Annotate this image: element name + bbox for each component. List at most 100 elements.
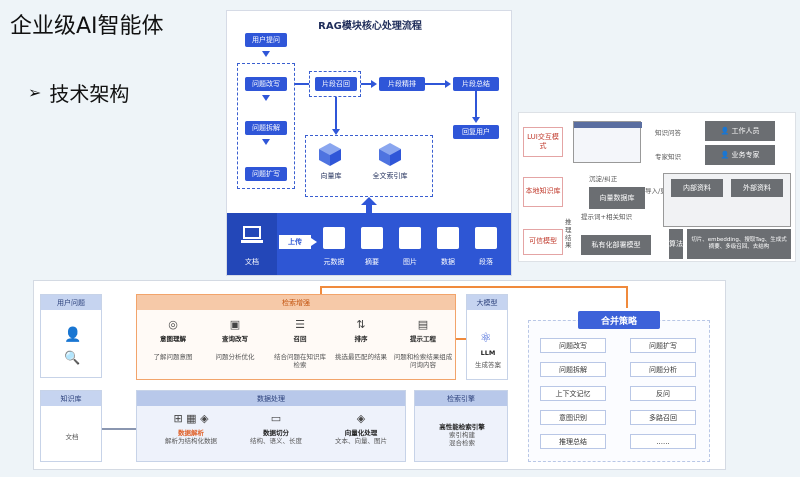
data-table-icon bbox=[437, 227, 459, 249]
arrow-down-icon bbox=[332, 129, 340, 135]
kb-expert-knowledge-text: 专家知识 bbox=[655, 153, 681, 161]
sort-item: ⇅ 排序 挑选最匹配的结果 bbox=[335, 318, 387, 361]
sort-icon: ⇅ bbox=[356, 318, 366, 331]
arrow-right-icon bbox=[311, 238, 317, 246]
rag-reply: 回复用户 bbox=[453, 125, 499, 139]
connector-line bbox=[320, 286, 626, 288]
fulltext-db-icon bbox=[379, 143, 401, 166]
llm-item: LLM 生成答案 bbox=[475, 349, 501, 369]
rag-title: RAG模块核心处理流程 bbox=[318, 21, 422, 32]
doc-label: 文档 bbox=[245, 258, 259, 266]
merge-item: 多路召回 bbox=[630, 410, 696, 425]
fulltext-db-label: 全文索引库 bbox=[372, 172, 408, 180]
retrieval-enh-section: 检索增强 ◎ 意图理解 了解问题意图 ▣ 查询改写 问题分析优化 ☰ 召回 结合… bbox=[136, 294, 456, 380]
section-header: 用户问题 bbox=[41, 295, 101, 310]
parse-icon: ⊞ ▦ ◈ bbox=[173, 412, 209, 425]
bullet-text: 技术架构 bbox=[49, 82, 130, 106]
kb-local: 本地知识库 bbox=[523, 177, 563, 207]
image-label: 图片 bbox=[403, 258, 417, 266]
list-icon: ☰ bbox=[295, 318, 305, 331]
rag-user-question: 用户提问 bbox=[245, 33, 287, 47]
kb-staff: 👤 工作人员 bbox=[705, 121, 775, 141]
big-model-section: 大模型 ⚛ LLM 生成答案 bbox=[466, 294, 508, 380]
vector-db-label: 向量库 bbox=[320, 172, 342, 180]
database-group bbox=[305, 135, 433, 197]
parse-item: ⊞ ▦ ◈ 数据解析 解析为结构化数据 bbox=[151, 413, 231, 445]
lui-screenshot bbox=[573, 121, 642, 163]
rag-rewrite: 问题改写 bbox=[245, 77, 287, 91]
merge-item: 反问 bbox=[630, 386, 696, 401]
rag-recall: 片段召回 bbox=[315, 77, 357, 91]
rag-summary: 片段总结 bbox=[453, 77, 499, 91]
section-header: 知识库 bbox=[41, 391, 101, 406]
kb-algo-desc: 切片、embedding、搜取Tag、生成式摘要、多级召回、去结构 bbox=[687, 229, 791, 259]
image-icon bbox=[399, 227, 421, 249]
merge-item: 上下文记忆 bbox=[540, 386, 606, 401]
target-icon: ◎ bbox=[168, 318, 178, 331]
arrow-down-icon bbox=[472, 117, 480, 123]
section-header: 检索引擎 bbox=[415, 391, 507, 406]
connector-line bbox=[361, 83, 371, 85]
user-icon: 👤 bbox=[720, 127, 732, 135]
kb-lui-mode: LUI交互模式 bbox=[523, 127, 563, 157]
connector-line bbox=[335, 97, 337, 131]
merge-item: 问题分析 bbox=[630, 362, 696, 377]
rag-flow-panel: RAG模块核心处理流程 用户提问 问题改写 问题拆解 问题扩写 片段召回 片段精… bbox=[226, 10, 512, 276]
metadata-label: 元数据 bbox=[323, 258, 345, 266]
vector-db-icon bbox=[319, 143, 341, 166]
arrow-right-icon bbox=[371, 80, 377, 88]
recall-group bbox=[309, 71, 361, 97]
chunk-item: ▭ 数据切分 结构、语义、长度 bbox=[241, 413, 311, 445]
kb-expert: 👤 业务专家 bbox=[705, 145, 775, 165]
arrow-up-icon bbox=[361, 197, 377, 213]
connector-line bbox=[456, 338, 466, 340]
section-header: 数据处理 bbox=[137, 391, 405, 406]
connector-line bbox=[425, 83, 445, 85]
bullet-arrow-icon: ➢ bbox=[28, 83, 42, 102]
kb-import-text: 导入/更新 bbox=[645, 187, 674, 195]
chunk-icon: ▭ bbox=[270, 412, 282, 425]
laptop-icon bbox=[241, 226, 263, 243]
kb-precipitate-text: 沉淀/纠正 bbox=[589, 175, 618, 183]
layers-icon: ◈ bbox=[356, 412, 366, 425]
recall-item: ☰ 召回 结合问题在知识库检索 bbox=[271, 319, 329, 369]
summary-label: 摘要 bbox=[365, 258, 379, 266]
metadata-icon bbox=[323, 227, 345, 249]
engine-item: 高性能检索引擎 索引构建 混合检索 bbox=[439, 423, 485, 448]
atom-icon: ⚛ bbox=[480, 331, 492, 346]
arrow-down-icon bbox=[262, 95, 270, 101]
user-question-section: 用户问题 👤 🔍 bbox=[40, 294, 102, 378]
paragraph-icon bbox=[475, 227, 497, 249]
arrow-down-icon bbox=[262, 51, 270, 57]
rag-expand: 问题扩写 bbox=[245, 167, 287, 181]
kb-trusted-model: 可信模型 bbox=[523, 229, 563, 255]
merge-strategy-title: 合并策略 bbox=[578, 311, 660, 329]
document-icon: ▤ bbox=[417, 318, 429, 331]
upload-tag: 上传 bbox=[279, 235, 311, 249]
user-icon: 👤 bbox=[64, 327, 82, 343]
kb-private-model: 私有化部署模型 bbox=[581, 235, 651, 255]
merge-item: ...... bbox=[630, 434, 696, 449]
image-search-icon: ▣ bbox=[229, 318, 241, 331]
doc-block: 文档 bbox=[227, 213, 277, 275]
arrow-down-icon bbox=[262, 139, 270, 145]
connector-line bbox=[102, 428, 136, 430]
paragraph-label: 段落 bbox=[479, 258, 493, 266]
knowledge-panel: LUI交互模式 本地知识库 可信模型 知识问答 专家知识 👤 工作人员 👤 业务… bbox=[518, 112, 796, 262]
slide-title: 企业级AI智能体 bbox=[10, 14, 164, 39]
rag-document-bar: 文档 上传 元数据 摘要 图片 数据 段落 bbox=[227, 213, 511, 275]
section-header: 检索增强 bbox=[137, 295, 455, 310]
vector-item: ◈ 向量化处理 文本、向量、图片 bbox=[323, 413, 399, 445]
prompt-eng-item: ▤ 提示工程 问题和检索结果组成问询内容 bbox=[393, 318, 453, 370]
kb-inner-docs: 内部资料 bbox=[671, 179, 723, 197]
kb-doc-label: 文档 bbox=[65, 433, 79, 441]
kb-algo: 算法 bbox=[669, 229, 683, 259]
kb-reasoning-text: 推理结果 bbox=[565, 218, 572, 250]
arrow-right-icon bbox=[445, 80, 451, 88]
connector-line bbox=[295, 83, 309, 85]
query-process-group bbox=[237, 63, 295, 189]
merge-item: 问题拆解 bbox=[540, 362, 606, 377]
user-icon: 👤 bbox=[720, 151, 732, 159]
connector-line bbox=[626, 286, 628, 308]
intent-item: ◎ 意图理解 了解问题意图 bbox=[147, 319, 199, 361]
